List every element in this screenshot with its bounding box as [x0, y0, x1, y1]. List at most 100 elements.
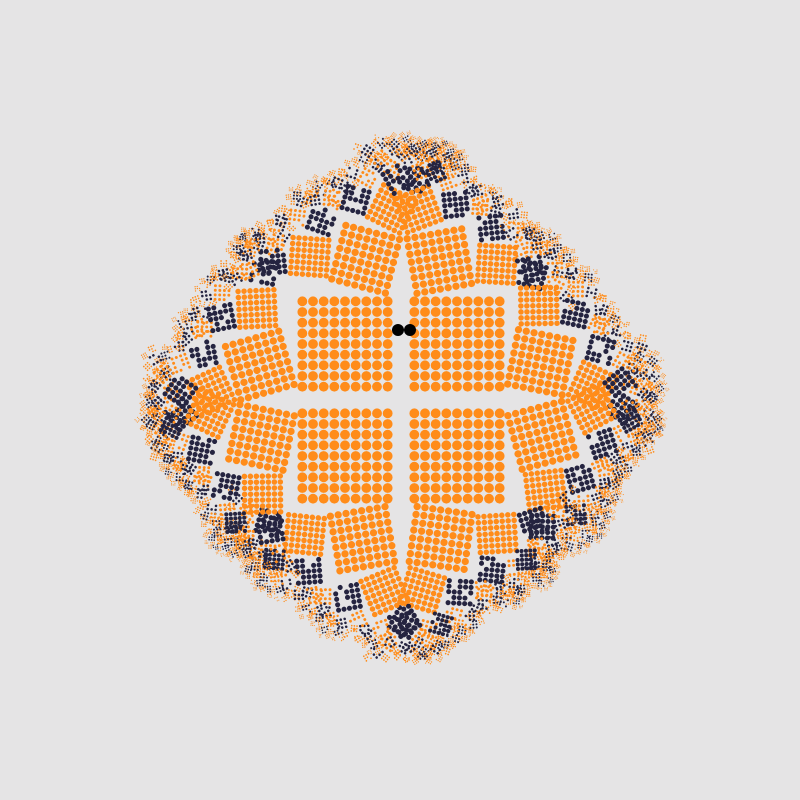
dot: [430, 371, 441, 381]
dot: [473, 339, 484, 349]
dot: [248, 228, 251, 230]
dot: [372, 371, 382, 381]
dot: [420, 349, 430, 360]
dot: [163, 344, 166, 346]
dot: [372, 296, 382, 307]
dot: [494, 307, 505, 317]
dot: [202, 377, 209, 383]
dot: [494, 296, 505, 307]
dot: [340, 317, 350, 328]
dot: [151, 377, 153, 379]
branch: [139, 409, 146, 416]
dot: [238, 371, 246, 379]
dot: [203, 303, 205, 306]
dot: [560, 261, 564, 265]
dot: [210, 380, 217, 386]
dot: [340, 328, 350, 339]
dot: [199, 315, 201, 318]
dot: [350, 328, 361, 339]
dot: [136, 421, 138, 423]
dot: [191, 319, 194, 322]
dot: [210, 343, 216, 349]
dot: [361, 307, 372, 317]
dot: [246, 343, 255, 352]
dot: [372, 360, 382, 371]
dot: [340, 381, 350, 392]
dot: [209, 334, 213, 338]
dot: [372, 307, 382, 317]
tile: [170, 352, 192, 374]
dot: [226, 386, 233, 392]
dot: [140, 392, 142, 395]
dot: [266, 354, 274, 363]
dot: [163, 351, 166, 354]
dot: [175, 336, 177, 339]
tile: [221, 327, 298, 404]
dot: [259, 389, 268, 397]
dot: [232, 380, 241, 389]
dot: [430, 360, 441, 371]
dot: [290, 190, 292, 192]
dot: [473, 307, 484, 317]
dot: [340, 371, 350, 381]
dot: [318, 381, 329, 392]
dot: [340, 307, 350, 317]
dot: [271, 344, 280, 353]
dot: [473, 381, 484, 392]
dot: [308, 296, 318, 307]
dot: [221, 388, 227, 395]
dot: [292, 188, 294, 190]
dot: [160, 352, 163, 355]
dot: [473, 371, 484, 381]
dot: [139, 393, 141, 395]
dot: [430, 317, 441, 328]
dot: [183, 331, 186, 335]
dot: [582, 273, 585, 275]
tile: [149, 452, 158, 462]
dot: [195, 352, 201, 358]
dot: [275, 327, 283, 335]
dot: [235, 235, 237, 237]
dot: [288, 190, 290, 192]
dot: [152, 368, 154, 371]
branch: [149, 452, 158, 462]
dot: [372, 339, 382, 349]
dot: [361, 349, 372, 360]
branch: [174, 332, 182, 341]
dot: [233, 355, 242, 364]
dot: [233, 235, 235, 237]
dot: [180, 358, 184, 362]
dot: [361, 339, 372, 349]
dot: [243, 240, 246, 243]
dot: [329, 317, 340, 328]
dot: [224, 380, 230, 387]
dot: [551, 270, 555, 274]
dot: [151, 405, 154, 408]
dot: [202, 315, 205, 318]
dot: [145, 414, 148, 417]
dot: [168, 351, 171, 354]
dot: [473, 317, 484, 328]
dot: [242, 386, 250, 394]
tile: [309, 194, 321, 207]
dot: [484, 371, 494, 381]
dot: [430, 307, 441, 317]
dot: [350, 339, 361, 349]
dot: [546, 275, 550, 279]
dot: [290, 380, 298, 389]
dot: [142, 400, 145, 402]
dot: [297, 360, 308, 371]
dot: [152, 438, 154, 440]
dot: [452, 360, 462, 371]
branch: [243, 230, 250, 236]
dot: [494, 381, 505, 392]
dot: [165, 360, 167, 362]
dot: [452, 339, 462, 349]
dot: [150, 446, 153, 450]
dot: [329, 307, 340, 317]
dot: [420, 317, 430, 328]
tile: [141, 383, 148, 390]
dot: [249, 351, 257, 359]
dot: [282, 383, 291, 391]
dot: [243, 361, 251, 369]
